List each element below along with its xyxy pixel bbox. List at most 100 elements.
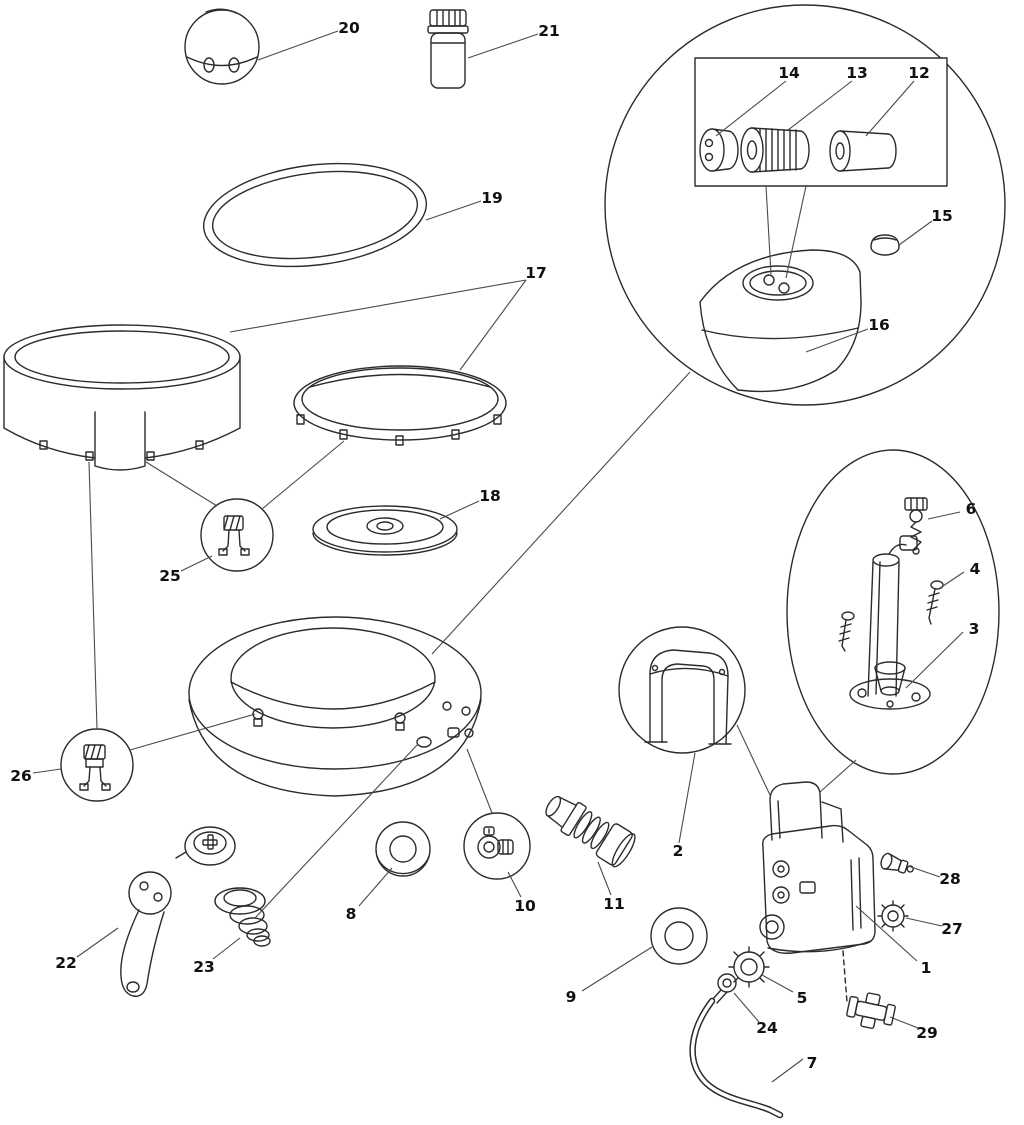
part-label-16: 16	[868, 316, 890, 334]
part-21-chemical-jar	[427, 9, 469, 89]
leader-line-part-16	[805, 328, 869, 353]
leader-line-part-11	[597, 861, 612, 896]
part-label-23: 23	[193, 958, 215, 976]
part-label-19: 19	[481, 189, 503, 207]
part-label-1: 1	[921, 959, 932, 977]
part-22-wrench	[120, 871, 172, 997]
leader-line-part-22	[76, 927, 119, 958]
part-label-5: 5	[797, 989, 808, 1007]
leader-line-part-10	[507, 871, 522, 898]
part-label-29: 29	[916, 1024, 938, 1042]
part-29-inline-fitting	[846, 992, 896, 1029]
part-label-15: 15	[931, 207, 953, 225]
part-6-release-valve	[904, 497, 928, 555]
part-label-10: 10	[514, 897, 536, 915]
leader-line-part-27	[905, 917, 943, 927]
leader-line-part-13	[787, 80, 853, 131]
leader-line-standpipe-install	[819, 759, 857, 793]
part-20-dispenser-ball	[184, 8, 260, 85]
part-17-mesh-cover	[293, 365, 507, 446]
part-5-union-nut	[728, 946, 770, 988]
part-14-end-cap	[699, 128, 739, 172]
leader-line-part-2	[678, 752, 696, 844]
leader-line-part-17-cover	[229, 279, 527, 333]
leader-line-part-25	[180, 555, 213, 572]
leader-line-part-25-install-b	[145, 461, 218, 507]
part-label-18: 18	[479, 487, 501, 505]
leader-line-part-14	[715, 80, 787, 137]
part-label-22: 22	[55, 954, 77, 972]
leader-line-part-26-install-b	[129, 713, 256, 751]
part-8-washer	[375, 821, 431, 877]
part-17-tub-cover	[3, 324, 241, 471]
leader-line-part-15	[898, 220, 933, 246]
part-label-6: 6	[966, 500, 977, 518]
part-2-cover-detail	[618, 626, 746, 754]
part-label-14: 14	[778, 64, 800, 82]
leader-line-part-3	[905, 631, 964, 689]
part-label-26: 26	[10, 767, 32, 785]
part-label-12: 12	[908, 64, 930, 82]
part-26-clip-detail	[60, 728, 134, 802]
part-label-21: 21	[538, 22, 560, 40]
leader-line-part-24	[733, 992, 760, 1023]
standpipe-detail-oval	[786, 449, 1000, 775]
part-1-pump-unit	[759, 781, 876, 1003]
leader-line-part-2-install	[736, 724, 771, 796]
leader-line-part-26	[32, 768, 62, 774]
part-label-17: 17	[525, 264, 547, 282]
leader-line-part-6	[927, 511, 961, 520]
leader-line-part-9	[581, 946, 653, 992]
leader-line-filter-install-b	[785, 185, 807, 279]
part-13-filter-cartridge	[740, 127, 810, 173]
part-27-knob	[877, 900, 909, 932]
leader-line-part-10-install	[466, 748, 493, 814]
leader-line-part-28	[907, 865, 941, 878]
leader-line-part-12	[865, 80, 915, 137]
leader-line-part-1	[855, 905, 918, 962]
leader-line-part-23	[212, 937, 241, 960]
part-18-filter-cover-disc	[312, 505, 458, 556]
leader-line-part-8	[358, 867, 393, 907]
part-12-cartridge	[829, 130, 897, 172]
part-7-drain-hose	[689, 997, 784, 1119]
part-label-24: 24	[756, 1019, 778, 1037]
part-24-hose-connector	[711, 973, 737, 1004]
leader-line-part-18	[439, 500, 480, 520]
leader-line-detail-circle-install	[431, 371, 691, 655]
leader-line-part-26-install-a	[88, 461, 98, 730]
part-label-4: 4	[970, 560, 981, 578]
part-3-base-bracket	[849, 661, 931, 710]
part-label-27: 27	[941, 920, 963, 938]
part-label-20: 20	[338, 19, 360, 37]
part-label-3: 3	[969, 620, 980, 638]
part-23-air-valve	[175, 826, 271, 947]
part-label-28: 28	[939, 870, 961, 888]
leader-line-part-19	[425, 200, 482, 221]
part-label-7: 7	[807, 1054, 818, 1072]
leader-line-part-23-install	[254, 743, 419, 919]
leader-line-part-4	[939, 571, 965, 589]
leader-line-filter-install-a	[765, 185, 772, 275]
part-10-valve-detail	[463, 812, 531, 880]
part-9-washer	[650, 907, 708, 965]
leader-lines-layer	[32, 30, 965, 1083]
leader-line-part-7	[771, 1058, 804, 1083]
leader-line-part-21	[467, 33, 539, 59]
part-16-tub-wall-section	[699, 249, 862, 393]
part-label-25: 25	[159, 567, 181, 585]
part-19-cover-bladder	[202, 162, 428, 268]
part-28-bleed-valve	[880, 852, 914, 874]
leader-line-part-5	[761, 974, 794, 993]
leader-line-part-17-mesh	[459, 279, 527, 371]
part-11-hose-adapter	[545, 795, 636, 868]
leader-line-part-29	[889, 1016, 919, 1029]
part-label-11: 11	[603, 895, 625, 913]
spa-tub-ring	[188, 616, 482, 797]
part-15-cap	[870, 234, 900, 256]
leader-line-part-20	[257, 30, 339, 61]
part-25-clip-detail	[200, 498, 274, 572]
filter-housing-detail-circle	[604, 4, 1006, 406]
